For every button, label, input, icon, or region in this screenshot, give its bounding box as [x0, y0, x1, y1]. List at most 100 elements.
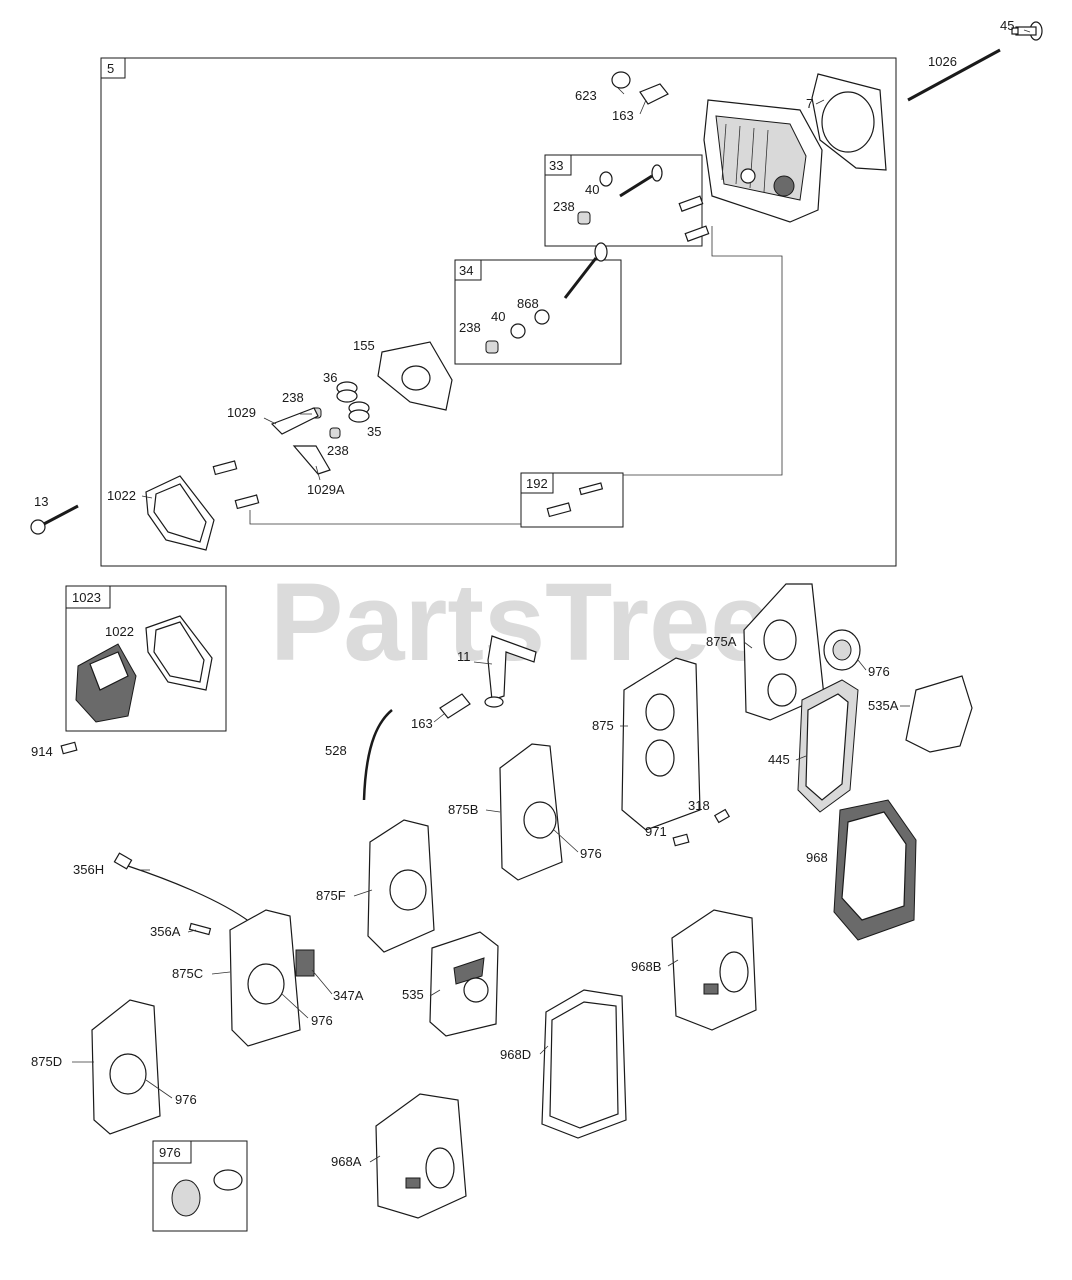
air-cleaner-cover-968 — [833, 799, 917, 941]
callout-11: 11 — [457, 649, 471, 664]
group-label-5: 5 — [107, 61, 114, 76]
group-box-34 — [454, 259, 622, 365]
air-cleaner-cover-968a — [375, 1093, 467, 1219]
callout-347a: 347A — [333, 988, 364, 1003]
rocker-arm-1029a — [292, 445, 331, 475]
callout-163-breather: 163 — [411, 716, 433, 731]
filter-cup-976-box — [171, 1169, 243, 1217]
group-box-33-tag — [544, 154, 572, 176]
callout-238-box33: 238 — [553, 199, 575, 214]
valve-guides — [678, 195, 710, 242]
wire-356h — [113, 852, 251, 923]
group-box-34-tag — [454, 259, 482, 281]
air-cleaner-base-875b — [499, 743, 563, 881]
callout-1022-box: 1022 — [105, 624, 134, 639]
screw-971 — [672, 833, 690, 847]
group-box-5 — [100, 57, 897, 567]
callout-238-lower: 238 — [327, 443, 349, 458]
group-box-5-tag — [100, 57, 126, 79]
rocker-pivots — [212, 460, 260, 510]
group-label-976: 976 — [159, 1145, 181, 1160]
push-rod-1026 — [907, 48, 1001, 102]
callout-875f: 875F — [316, 888, 346, 903]
bolt-45 — [1011, 21, 1043, 41]
group-box-976 — [152, 1140, 248, 1232]
hose-528 — [362, 709, 393, 801]
callout-914: 914 — [31, 744, 53, 759]
callout-238-upper: 238 — [282, 390, 304, 405]
valve-34-parts — [485, 242, 608, 354]
group-label-34: 34 — [459, 263, 473, 278]
callout-968d: 968D — [500, 1047, 531, 1062]
callout-40-upper: 40 — [585, 182, 599, 197]
air-cleaner-base-875d — [91, 999, 161, 1135]
gasket-163-breather — [439, 693, 471, 719]
group-box-192 — [520, 472, 624, 528]
pre-filter-535a — [905, 675, 973, 753]
callout-968a: 968A — [331, 1154, 362, 1169]
air-cleaner-base-875f — [367, 819, 435, 953]
cylinder-head — [703, 99, 823, 223]
connector-356a — [188, 922, 212, 936]
callout-976-c: 976 — [311, 1013, 333, 1028]
callout-7: 7 — [806, 96, 813, 111]
callout-968b: 968B — [631, 959, 661, 974]
callout-1029a: 1029A — [307, 482, 345, 497]
callout-875b: 875B — [448, 802, 478, 817]
callout-976-b: 976 — [580, 846, 602, 861]
callout-163-top: 163 — [612, 108, 634, 123]
callout-356h: 356H — [73, 862, 104, 877]
valve-cover — [75, 643, 137, 723]
callout-35: 35 — [367, 424, 381, 439]
callout-535: 535 — [402, 987, 424, 1002]
callout-1022-top: 1022 — [107, 488, 136, 503]
callout-1026: 1026 — [928, 54, 957, 69]
group-label-1023: 1023 — [72, 590, 101, 605]
callout-445: 445 — [768, 752, 790, 767]
screw-914 — [60, 741, 78, 755]
callout-875c: 875C — [172, 966, 203, 981]
head-gasket-7 — [811, 73, 887, 171]
callout-875: 875 — [592, 718, 614, 733]
callout-976-d: 976 — [175, 1092, 197, 1107]
group-box-1023-tag — [65, 585, 111, 609]
cap-238-lower — [329, 427, 341, 439]
air-cleaner-base-875a — [743, 583, 825, 721]
air-filter-445 — [797, 679, 859, 813]
breather-tube-11 — [484, 635, 537, 708]
callout-36: 36 — [323, 370, 337, 385]
callout-528: 528 — [325, 743, 347, 758]
callout-623: 623 — [575, 88, 597, 103]
callout-535a: 535A — [868, 698, 899, 713]
callouts: 45 1026 623 163 7 40 238 868 40 238 155 … — [31, 18, 1014, 1169]
callout-238-box34: 238 — [459, 320, 481, 335]
cover-gasket-1022-box — [145, 615, 213, 691]
callout-868: 868 — [517, 296, 539, 311]
spring-36 — [336, 381, 358, 403]
cover-gasket-1022 — [145, 475, 215, 551]
rocker-arm-1029 — [270, 407, 319, 435]
callout-968: 968 — [806, 850, 828, 865]
rocker-plate-155 — [377, 341, 453, 411]
air-cleaner-cover-968b — [671, 909, 757, 1031]
gasket-163-top — [639, 83, 669, 105]
bolt-13 — [30, 504, 79, 535]
connector-33-192 — [623, 226, 783, 476]
callout-45: 45 — [1000, 18, 1014, 33]
callout-40-lower: 40 — [491, 309, 505, 324]
o-ring-623 — [611, 71, 631, 89]
air-cleaner-base-875 — [621, 657, 701, 831]
filter-cup-976-a — [823, 629, 861, 671]
callout-875d: 875D — [31, 1054, 62, 1069]
group-box-976-tag — [152, 1140, 192, 1164]
screw-318 — [713, 808, 731, 824]
valve-33-parts — [577, 164, 663, 225]
group-label-33: 33 — [549, 158, 563, 173]
pivot-192-parts — [546, 482, 604, 518]
callout-976-a: 976 — [868, 664, 890, 679]
callout-971: 971 — [645, 824, 667, 839]
callout-356a: 356A — [150, 924, 181, 939]
callout-318: 318 — [688, 798, 710, 813]
callout-13: 13 — [34, 494, 48, 509]
